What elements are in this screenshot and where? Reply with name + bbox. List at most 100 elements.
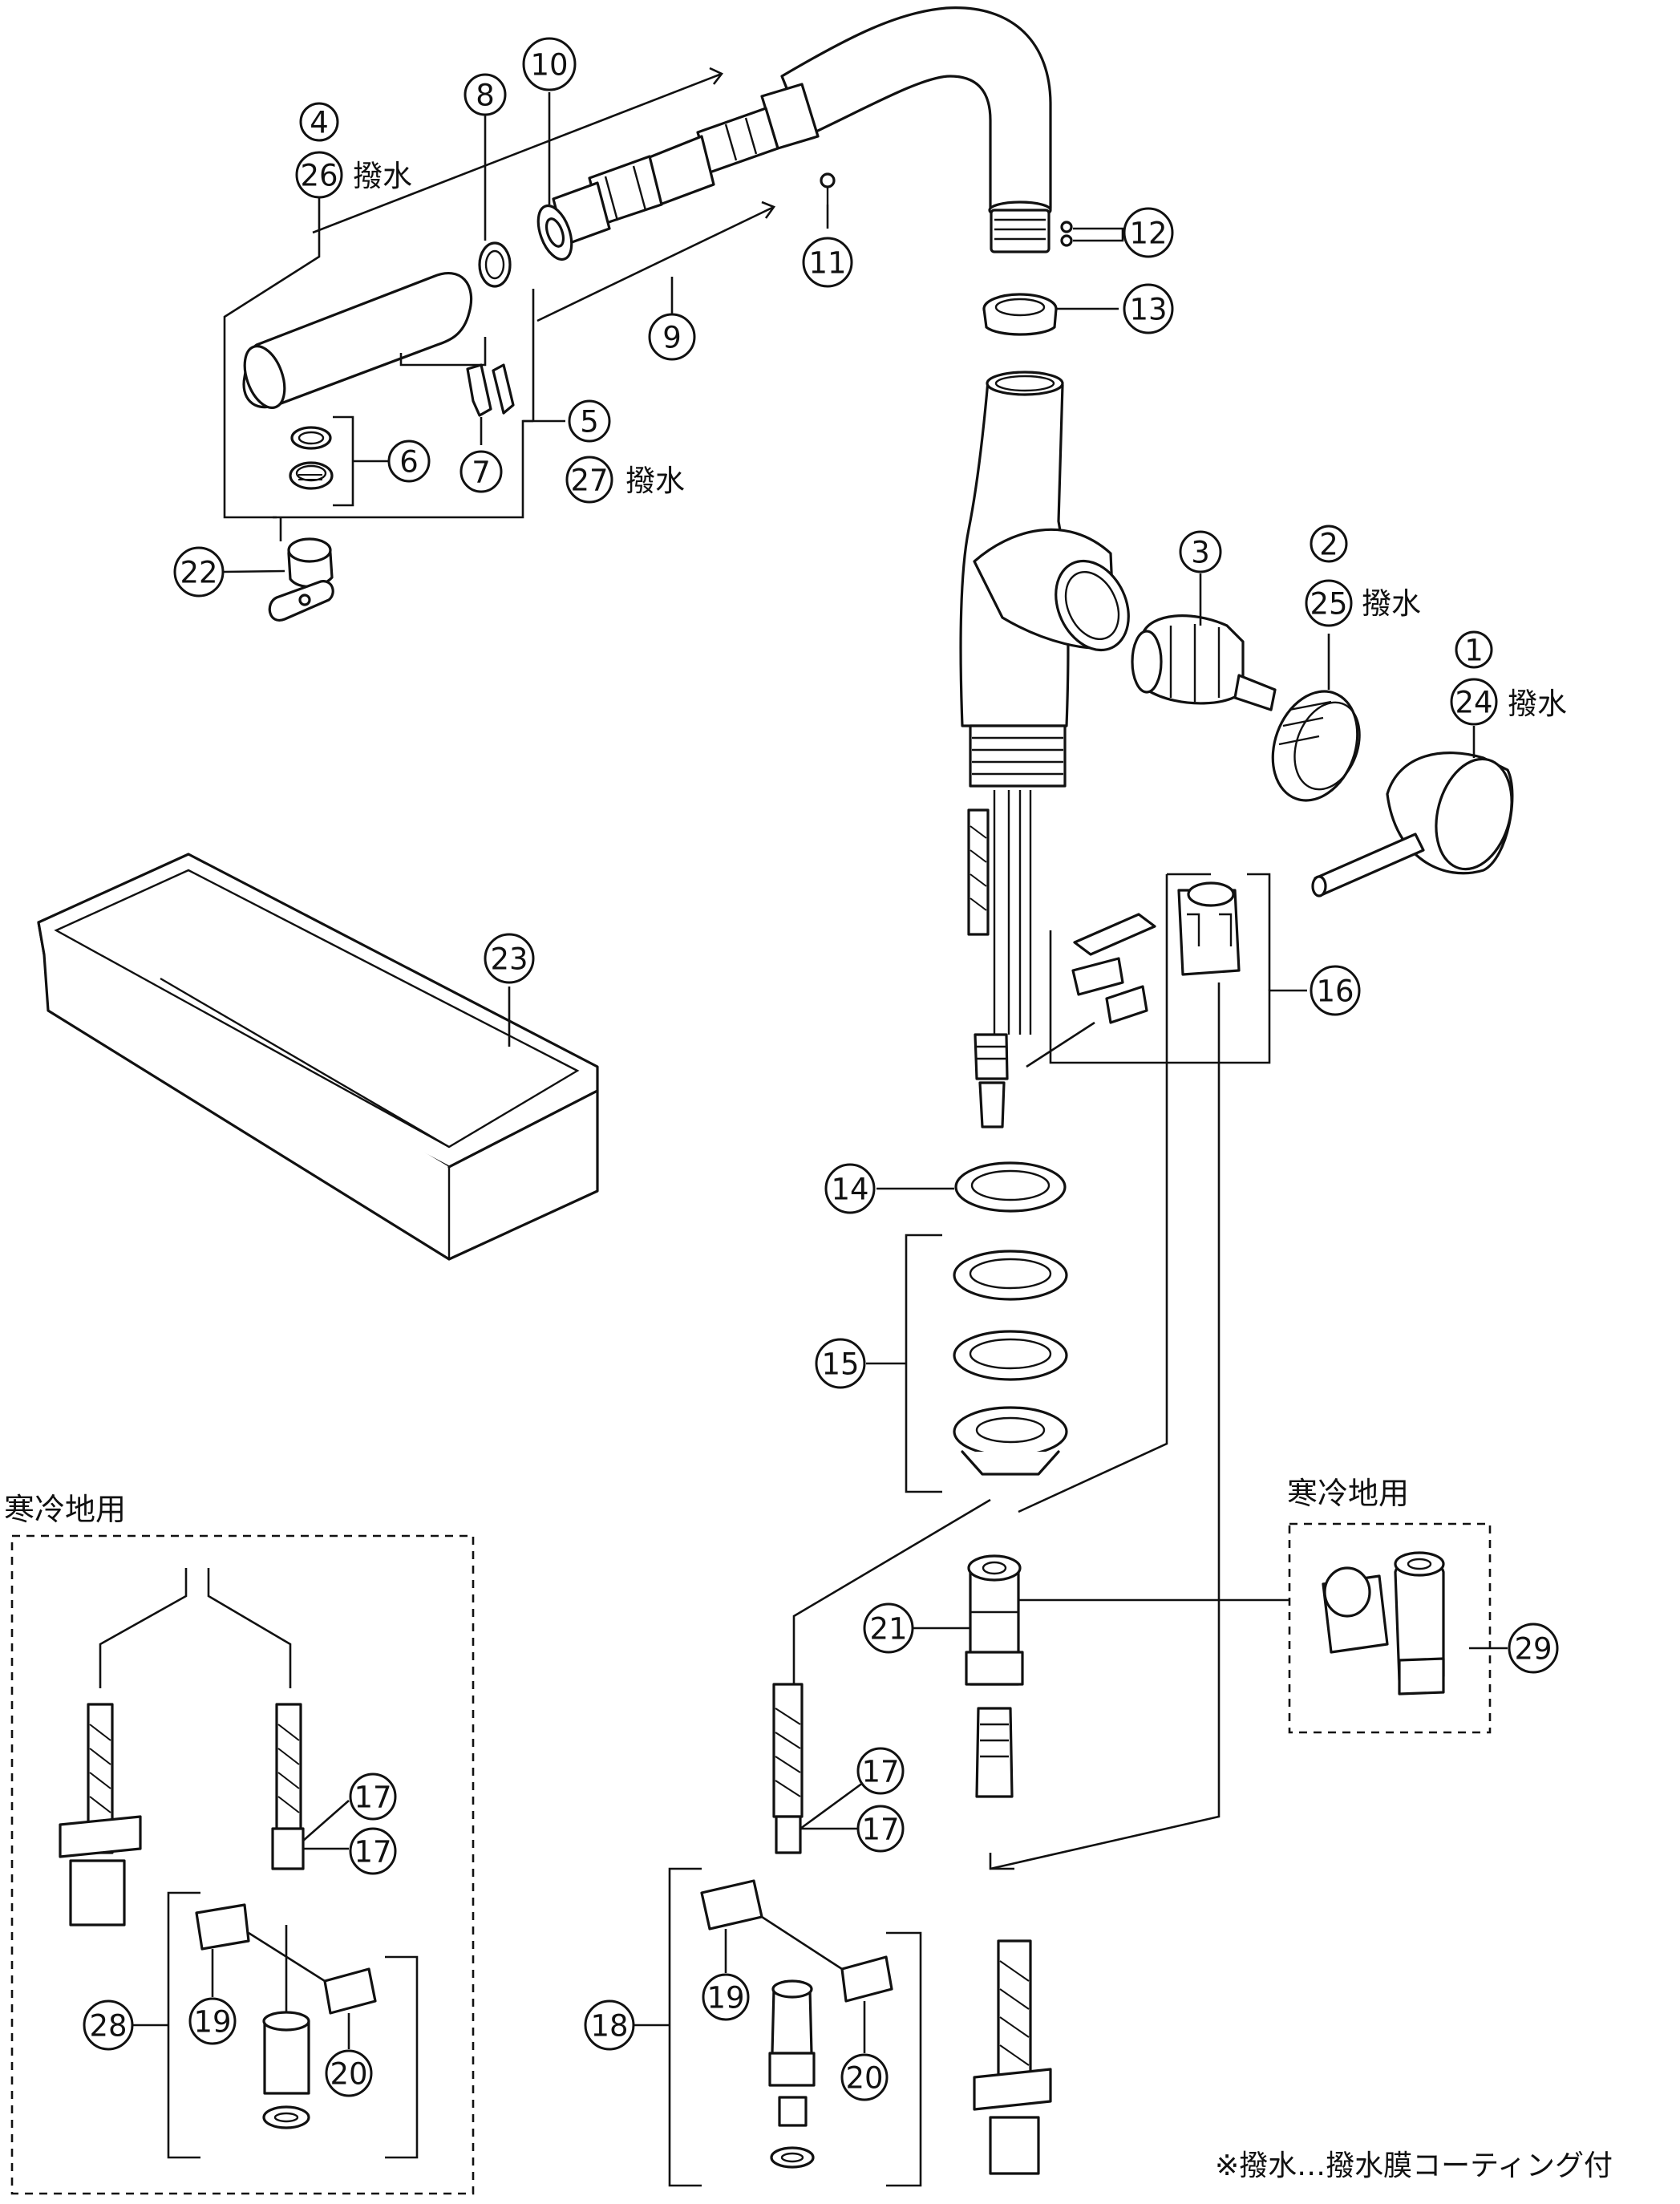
callout-12: 12: [1123, 207, 1174, 258]
svg-text:3: 3: [1191, 536, 1210, 570]
callout-5: 5: [568, 399, 611, 443]
svg-text:17: 17: [354, 1781, 391, 1815]
callout-24: 24: [1450, 678, 1498, 726]
callout-11: 11: [802, 237, 853, 288]
clip-7: [466, 363, 515, 417]
callout-29: 29: [1508, 1623, 1559, 1674]
spout-gooseneck: [780, 6, 1052, 253]
region-label-left: 寒冷地用: [4, 1492, 126, 1527]
cartridge-3: [1131, 614, 1277, 711]
callout-22: 22: [173, 546, 225, 598]
washers-15: [953, 1250, 1068, 1476]
svg-text:4: 4: [310, 106, 329, 140]
holder-22: [268, 537, 334, 622]
callout-20-center: 20: [840, 2053, 889, 2101]
svg-text:8: 8: [476, 79, 495, 113]
supply-hose-center: [772, 1683, 804, 1854]
kit-18-parts: [700, 1879, 893, 2169]
callout-21: 21: [863, 1602, 914, 1654]
svg-text:21: 21: [869, 1612, 907, 1647]
svg-text:20: 20: [845, 2061, 883, 2096]
suffix-25: 撥水: [1362, 586, 1421, 621]
svg-text:1: 1: [1464, 634, 1484, 668]
svg-text:23: 23: [490, 942, 528, 977]
callout-17-left-b: 17: [349, 1827, 397, 1875]
valve-29: [1322, 1551, 1445, 1696]
hose-arrows: [312, 67, 776, 322]
leader-lines: [99, 92, 1508, 2187]
callout-7: 7: [459, 450, 503, 493]
callout-18: 18: [584, 1999, 635, 2051]
suffix-24: 撥水: [1508, 687, 1567, 721]
cold-region-box-right: [1288, 1522, 1492, 1734]
svg-text:12: 12: [1129, 217, 1167, 251]
footnote: ※撥水…撥水膜コーティング付: [1215, 2149, 1613, 2182]
svg-text:17: 17: [861, 1813, 899, 1847]
svg-text:17: 17: [861, 1755, 899, 1789]
callout-9: 9: [648, 313, 696, 361]
suffix-27: 撥水: [625, 464, 685, 498]
callout-26: 26: [295, 151, 343, 199]
svg-text:22: 22: [180, 556, 217, 590]
callout-13: 13: [1123, 283, 1174, 334]
svg-text:17: 17: [354, 1835, 391, 1870]
region-label-right: 寒冷地用: [1287, 1476, 1409, 1511]
svg-text:10: 10: [530, 48, 568, 83]
washer-14: [954, 1161, 1067, 1213]
screw-11: [820, 172, 836, 205]
tray-23: [37, 853, 599, 1261]
svg-text:29: 29: [1514, 1632, 1552, 1667]
supply-hose-right: [973, 1939, 1052, 2175]
connector-21: [965, 1554, 1024, 1798]
callout-17-center-b: 17: [856, 1805, 905, 1853]
spout-hose-connector: [536, 83, 820, 261]
callout-2: 2: [1310, 525, 1348, 563]
callout-17-center-a: 17: [856, 1747, 905, 1795]
svg-text:24: 24: [1455, 686, 1492, 720]
svg-text:19: 19: [706, 1981, 744, 2016]
svg-text:18: 18: [590, 2009, 628, 2044]
svg-text:9: 9: [662, 321, 682, 355]
ring-13: [982, 293, 1058, 336]
cold-region-box-left: [10, 1534, 475, 2195]
callout-10: 10: [522, 37, 577, 91]
svg-text:28: 28: [89, 2009, 127, 2044]
callout-19-left: 19: [188, 1997, 237, 2045]
callout-19-center: 19: [702, 1973, 750, 2021]
svg-text:19: 19: [193, 2005, 231, 2040]
handle-1: [1311, 752, 1514, 897]
svg-text:15: 15: [821, 1347, 859, 1382]
rings-6: [289, 426, 334, 490]
callout-8: 8: [464, 73, 507, 116]
svg-text:2: 2: [1319, 528, 1338, 562]
svg-text:13: 13: [1129, 293, 1167, 327]
svg-text:7: 7: [472, 456, 491, 490]
callout-1: 1: [1455, 630, 1493, 669]
washer-8: [478, 241, 512, 288]
callout-20-left: 20: [325, 2049, 373, 2097]
svg-text:14: 14: [831, 1173, 868, 1207]
callout-25: 25: [1305, 579, 1353, 627]
callout-4: 4: [299, 102, 339, 142]
svg-text:6: 6: [399, 445, 419, 480]
screws-12: [1060, 221, 1073, 247]
svg-text:27: 27: [570, 464, 608, 498]
callout-27: 27: [565, 456, 613, 504]
svg-text:26: 26: [300, 159, 338, 193]
suffix-26: 撥水: [353, 159, 412, 193]
callout-16: 16: [1310, 965, 1361, 1016]
svg-text:16: 16: [1316, 974, 1354, 1009]
svg-text:11: 11: [808, 246, 846, 281]
callout-28: 28: [83, 1999, 134, 2051]
faucet-body: [959, 371, 1130, 1128]
callout-23: 23: [484, 933, 535, 984]
clips-16: [1071, 881, 1241, 1024]
svg-text:25: 25: [1310, 587, 1347, 622]
callout-14: 14: [824, 1163, 876, 1214]
spray-head-4: [242, 272, 487, 409]
ring-2: [1271, 690, 1361, 802]
svg-text:20: 20: [330, 2057, 367, 2092]
callout-3: 3: [1179, 530, 1222, 573]
svg-text:5: 5: [580, 405, 599, 440]
